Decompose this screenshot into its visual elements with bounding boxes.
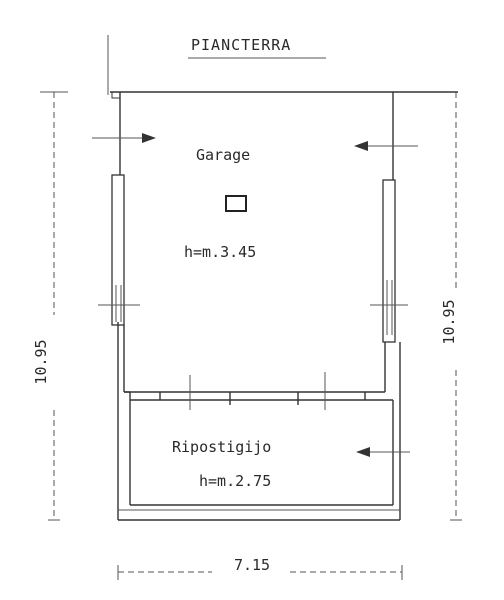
arrow-storage-right <box>356 447 410 457</box>
right-wall <box>370 179 408 505</box>
left-dimension-line <box>40 91 68 521</box>
vent-square <box>225 195 247 212</box>
outer-walls <box>117 92 401 521</box>
arrow-garage-left <box>92 133 156 143</box>
garage-height: h=m.3.45 <box>184 243 256 261</box>
right-dimension-line <box>450 92 462 521</box>
bottom-dimension-line <box>117 565 403 580</box>
plan-title: PIANCTERRA <box>191 36 291 54</box>
storage-label: Ripostigijo <box>172 438 271 456</box>
garage-label: Garage <box>196 146 250 164</box>
storage-height: h=m.2.75 <box>199 472 271 490</box>
right-dimension-label: 10.95 <box>440 299 458 344</box>
dividing-wall <box>124 372 393 410</box>
arrow-garage-right <box>354 141 418 151</box>
bottom-dimension-label: 7.15 <box>234 556 270 574</box>
left-wall <box>98 174 140 505</box>
left-dimension-label: 10.95 <box>32 339 50 384</box>
corner-mark <box>111 91 121 99</box>
